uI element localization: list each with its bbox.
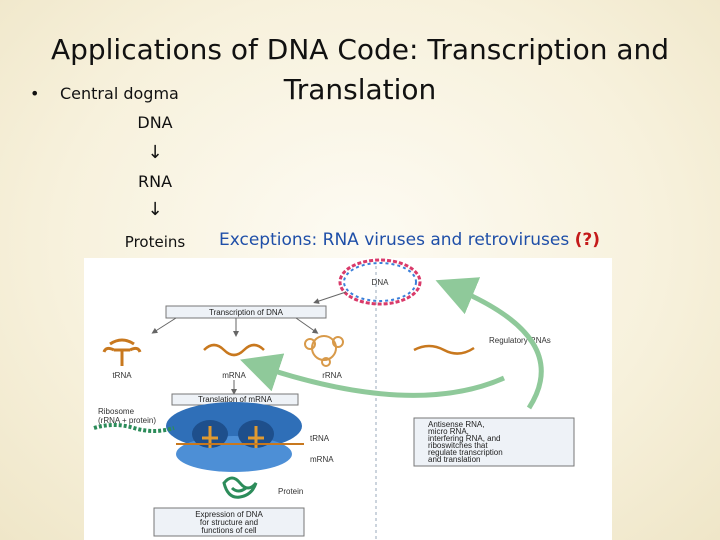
title-line-2: Translation	[283, 73, 437, 106]
ribosome-icon	[166, 402, 302, 472]
expression-line-2: for structure and	[200, 518, 258, 527]
expression-box	[153, 507, 305, 537]
title-line-1: Applications of DNA Code: Transcription …	[50, 33, 670, 66]
antisense-line-1: Antisense RNA,	[428, 420, 484, 429]
antisense-line-6: and translation	[428, 455, 480, 464]
exceptions-text: Exceptions: RNA viruses and retroviruses…	[219, 230, 600, 250]
antisense-line-2: micro RNA,	[428, 427, 469, 436]
mrna-wave-icon	[203, 343, 265, 357]
dna-circle-icon	[338, 258, 422, 306]
dna-label: DNA	[372, 278, 390, 287]
trna-label-2: tRNA	[310, 434, 330, 443]
translation-label: Translation of mRNA	[198, 395, 273, 404]
green-arrow-icon	[435, 277, 544, 410]
expression-line-3: functions of cell	[201, 526, 256, 535]
arrow-icon	[313, 291, 347, 304]
protein-icon	[222, 476, 258, 499]
trna-label: tRNA	[112, 371, 132, 380]
bullet-text: Central dogma	[60, 84, 179, 103]
arrow-icon	[151, 317, 177, 334]
bullet-central-dogma: • Central dogma	[30, 84, 179, 103]
antisense-line-5: regulate transcription	[428, 448, 503, 457]
antisense-line-3: interfering RNA, and	[428, 434, 500, 443]
regulatory-rna-icon	[413, 344, 475, 355]
dogma-rna: RNA	[137, 172, 173, 191]
protein-chain-icon	[93, 423, 175, 433]
regulatory-label: Regulatory RNAs	[489, 336, 551, 345]
exceptions-label: Exceptions: RNA viruses and retroviruses	[219, 230, 575, 250]
transcription-label: Transcription of DNA	[209, 308, 284, 317]
down-arrow-icon: ↓	[147, 142, 163, 163]
figure-svg: DNA Transcription of DNA tRNA mRNA rRNA …	[93, 258, 575, 540]
mrna-label: mRNA	[222, 371, 246, 380]
slide-title: Applications of DNA Code: Transcription …	[40, 30, 680, 110]
trna-icon	[102, 338, 142, 366]
central-dogma-figure: DNA Transcription of DNA tRNA mRNA rRNA …	[84, 258, 612, 540]
bullet-icon: •	[30, 84, 40, 103]
ribosome-label: Ribosome	[98, 407, 135, 416]
antisense-line-4: riboswitches that	[428, 441, 488, 450]
protein-label: Protein	[278, 487, 303, 496]
mrna-label-2: mRNA	[310, 455, 334, 464]
green-arrow-icon	[240, 353, 506, 398]
transcription-box	[165, 305, 327, 319]
rrna-label: rRNA	[322, 371, 342, 380]
question-mark: (?)	[574, 230, 601, 250]
expression-line-1: Expression of DNA	[195, 510, 263, 519]
ribosome-sublabel: (rRNA + protein)	[98, 416, 156, 425]
down-arrow-icon: ↓	[147, 199, 163, 220]
rrna-icon	[304, 335, 344, 367]
arrow-icon	[295, 317, 319, 334]
dogma-dna: DNA	[137, 113, 173, 132]
dogma-proteins: Proteins	[124, 233, 186, 251]
antisense-box	[413, 417, 575, 467]
